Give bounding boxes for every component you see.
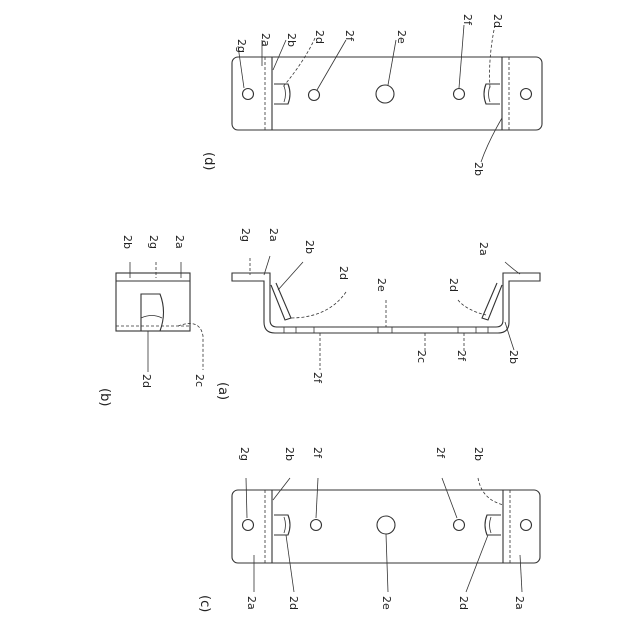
view-c-tab-2d-left-edge: [284, 517, 286, 533]
view-d-tab-2d-left-edge: [284, 86, 286, 102]
label-a-2e: 2e: [375, 278, 388, 292]
view-c-tab-2d-right-edge: [490, 517, 492, 533]
label-d-2d-right: 2d: [491, 14, 504, 28]
label-b-2b: 2b: [121, 235, 134, 249]
label-d-2e: 2e: [395, 30, 408, 44]
leader-a-2b-right: [505, 322, 514, 350]
caption-b: (b): [97, 388, 112, 406]
caption-d: (d): [201, 152, 216, 170]
label-d-2a: 2a: [259, 33, 272, 47]
leader-c-2f-right: [442, 478, 457, 518]
view-b: 2b 2g 2a 2d 2c (b): [97, 235, 206, 406]
leader-c-2a-right: [520, 555, 522, 592]
label-c-2a-left: 2a: [245, 596, 258, 610]
view-d-hole-2g-right: [521, 89, 532, 100]
leader-a-2a-left: [264, 256, 270, 275]
leader-c-2g: [246, 478, 247, 518]
leader-d-2b-bottom: [481, 118, 502, 162]
view-b-outline: [116, 273, 190, 331]
label-d-2d-left: 2d: [313, 30, 326, 44]
view-a-tab-2d-left: [271, 283, 291, 320]
label-b-2d: 2d: [140, 374, 153, 388]
leader-d-2b: [273, 40, 286, 70]
label-c-2b-left: 2b: [283, 447, 296, 461]
label-c-2f-right: 2f: [434, 447, 447, 459]
label-d-2f-left: 2f: [343, 30, 356, 42]
label-a-2g: 2g: [239, 228, 252, 242]
label-a-2b-left: 2b: [303, 240, 316, 254]
caption-a: (a): [215, 382, 230, 400]
label-c-2g: 2g: [238, 447, 251, 461]
leader-d-2f-left: [317, 40, 346, 90]
label-c-2d-left: 2d: [287, 596, 300, 610]
view-d-outline: [232, 57, 542, 130]
view-c-tab-2d-left: [274, 515, 290, 535]
label-c-2d-right: 2d: [457, 596, 470, 610]
view-c-hole-2g-right: [521, 520, 532, 531]
view-d: 2g 2a 2b 2d 2f 2e 2f 2d 2b (d): [201, 14, 542, 176]
view-c-hole-2f-left: [311, 520, 322, 531]
leader-c-2b-left: [273, 478, 290, 500]
view-c-outline: [232, 490, 540, 563]
view-d-hole-2f-right: [454, 89, 465, 100]
view-d-tab-2d-left: [274, 84, 290, 104]
view-a: 2g 2a 2b 2d 2e 2d 2a 2f 2c 2f 2b (a): [215, 228, 540, 400]
leader-a-2a-right: [505, 262, 520, 274]
view-c-hole-2f-right: [454, 520, 465, 531]
view-c-hole-2e: [377, 516, 395, 534]
label-c-2a-right: 2a: [513, 596, 526, 610]
label-b-2a: 2a: [173, 235, 186, 249]
label-a-2a-right: 2a: [477, 242, 490, 256]
label-c-2f-left: 2f: [311, 447, 324, 459]
label-d-2g: 2g: [235, 39, 248, 53]
view-d-tab-2d-right: [484, 84, 500, 104]
leader-a-2d-right: [458, 300, 486, 315]
label-c-2b-right: 2b: [472, 447, 485, 461]
view-d-hole-2e: [376, 85, 394, 103]
view-c: 2g 2b 2f 2f 2b 2a 2d 2e 2d 2a (c): [197, 447, 540, 612]
leader-a-2d-left: [290, 292, 346, 318]
view-c-hole-2g-left: [243, 520, 254, 531]
label-a-2b-right: 2b: [507, 350, 520, 364]
label-b-2c: 2c: [193, 374, 206, 387]
leader-a-2b-left: [278, 262, 303, 290]
view-b-tab-curve: [141, 316, 162, 319]
view-d-hole-2f-left: [309, 90, 320, 101]
view-d-tab-2d-right-edge: [489, 86, 491, 102]
leader-c-2f-left: [316, 478, 318, 518]
label-d-2b-bottom: 2b: [472, 162, 485, 176]
label-a-2a-left: 2a: [267, 228, 280, 242]
label-b-2g: 2g: [147, 235, 160, 249]
label-d-2f-right: 2f: [461, 14, 474, 26]
label-a-2c: 2c: [415, 350, 428, 363]
view-b-tab-2d: [141, 294, 164, 331]
label-c-2e: 2e: [380, 596, 393, 610]
caption-c: (c): [197, 595, 212, 612]
view-d-hole-2g-left: [243, 89, 254, 100]
label-d-2b: 2b: [285, 33, 298, 47]
label-a-2d-left: 2d: [337, 266, 350, 280]
label-a-2d-right: 2d: [447, 278, 460, 292]
label-a-2f-left: 2f: [311, 372, 324, 384]
leader-d-2e: [388, 40, 396, 85]
label-a-2f-right: 2f: [455, 350, 468, 362]
leader-c-2b-right: [478, 478, 504, 505]
view-c-tab-2d-right: [485, 515, 501, 535]
